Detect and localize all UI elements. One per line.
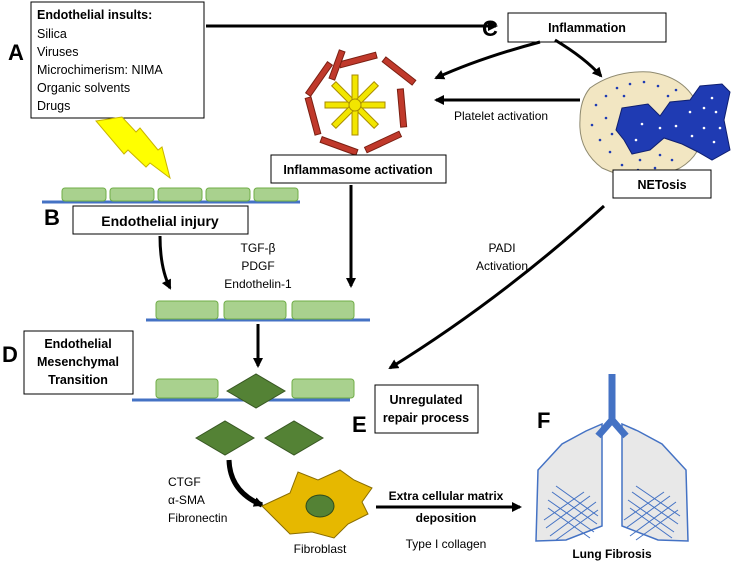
growth-factor-label: Endothelin-1 bbox=[224, 277, 292, 291]
marker-label: Fibronectin bbox=[168, 511, 227, 525]
fibroblast-icon bbox=[261, 469, 373, 539]
emt-box bbox=[23, 330, 134, 395]
panel-label-a: A bbox=[8, 40, 24, 65]
inflammation-box bbox=[507, 12, 667, 43]
endothelial-injury-label: Endothelial injury bbox=[101, 213, 219, 229]
emt-label: Mesenchymal bbox=[37, 355, 119, 369]
inflammasome-box bbox=[270, 154, 447, 184]
endothelium-layer-3 bbox=[132, 373, 355, 409]
inflammation-label: Inflammation bbox=[548, 21, 626, 35]
collagen-label: Type I collagen bbox=[406, 537, 487, 551]
mesenchymal-cell-icon bbox=[195, 420, 255, 456]
neutrophil-icon bbox=[579, 71, 731, 178]
panel-label-c: C bbox=[482, 16, 498, 41]
endothelium-layer-2 bbox=[146, 300, 370, 322]
insult-item: Microchimerism: NIMA bbox=[37, 63, 163, 77]
emt-label: Transition bbox=[48, 373, 108, 387]
lungs-icon bbox=[535, 374, 689, 542]
lightning-bolt-icon bbox=[95, 116, 171, 180]
lung-fibrosis-label: Lung Fibrosis bbox=[572, 547, 652, 561]
fibroblast-label: Fibroblast bbox=[294, 542, 347, 556]
insult-item: Silica bbox=[37, 27, 67, 41]
emt-label: Endothelial bbox=[44, 337, 111, 351]
inflammasome-label: Inflammasome activation bbox=[283, 163, 432, 177]
netosis-label: NETosis bbox=[637, 178, 686, 192]
marker-label: CTGF bbox=[168, 475, 201, 489]
repair-label: repair process bbox=[383, 411, 469, 425]
growth-factor-label: PDGF bbox=[241, 259, 274, 273]
endothelial-injury-box bbox=[72, 205, 249, 235]
panel-label-b: B bbox=[44, 205, 60, 230]
insult-item: Viruses bbox=[37, 45, 78, 59]
insult-item: Drugs bbox=[37, 99, 70, 113]
insults-box bbox=[30, 1, 205, 119]
platelet-label: Platelet activation bbox=[454, 109, 548, 123]
marker-label: α-SMA bbox=[168, 493, 205, 507]
netosis-box bbox=[612, 169, 712, 199]
padi-label: PADI bbox=[488, 241, 515, 255]
repair-box bbox=[374, 384, 479, 434]
arrow-inflammation-to-inflammasome bbox=[434, 40, 541, 80]
arrow-inflammation-to-netosis bbox=[554, 38, 603, 78]
ecm-label: deposition bbox=[416, 511, 477, 525]
panel-label-e: E bbox=[352, 412, 367, 437]
arrow-to-fibroblast bbox=[226, 459, 264, 508]
mesenchymal-cell-icon bbox=[264, 420, 324, 456]
insult-item: Organic solvents bbox=[37, 81, 130, 95]
repair-label: Unregulated bbox=[390, 393, 463, 407]
arrow-padi-activation bbox=[388, 204, 606, 370]
insults-title: Endothelial insults: bbox=[37, 8, 152, 22]
growth-factor-label: TGF-β bbox=[241, 241, 276, 255]
ecm-label: Extra cellular matrix bbox=[389, 489, 504, 503]
padi-label: Activation bbox=[476, 259, 528, 273]
panel-label-d: D bbox=[2, 342, 18, 367]
arrow-injury-to-layer2 bbox=[158, 235, 172, 290]
panel-label-f: F bbox=[537, 408, 550, 433]
inflammasome-icon bbox=[304, 49, 417, 156]
endothelium-layer-1 bbox=[42, 187, 300, 204]
